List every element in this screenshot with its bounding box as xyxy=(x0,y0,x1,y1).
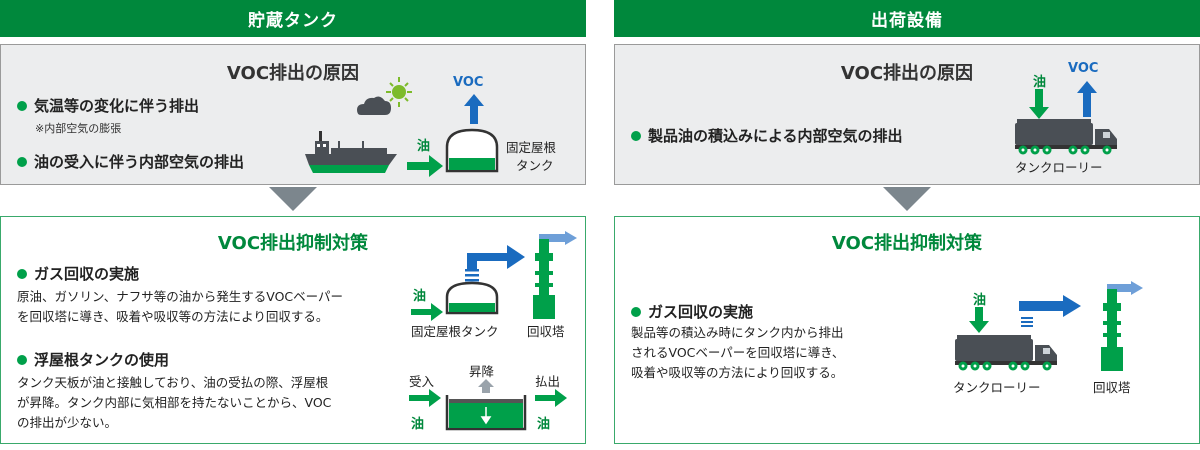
tank-truck-caption: タンクローリー xyxy=(953,380,1041,395)
storage-measure-1-title: ガス回収の実施 xyxy=(17,263,139,284)
vapor-flow-arrow-icon xyxy=(1019,295,1081,317)
tank-truck-icon xyxy=(1015,119,1117,155)
discharge-label: 払出 xyxy=(535,374,561,389)
storage-measure-2-desc: タンク天板が油と接触しており、油の受払の際、浮屋根 が昇降。タンク内部に気相部を… xyxy=(17,373,407,433)
storage-measures-title: VOC排出抑制対策 xyxy=(217,233,369,254)
recovery-tower-caption: 回収塔 xyxy=(1093,380,1131,395)
vapor-lines-icon xyxy=(465,269,479,282)
bullet-dot xyxy=(17,156,27,167)
storage-tank-header: 貯蔵タンク xyxy=(0,0,586,37)
storage-cause-bullet-2: 油の受入に伴う内部空気の排出 xyxy=(17,151,244,172)
storage-cause-bullet-1: 気温等の変化に伴う排出 xyxy=(17,95,199,116)
bullet-dot xyxy=(631,306,641,317)
storage-measure-2-line-3: の排出が少ない。 xyxy=(17,415,118,430)
storage-tank-column: 貯蔵タンク VOC排出の原因 気温等の変化に伴う排出 ※内部空気の膨張 油の受入… xyxy=(0,0,586,450)
shipping-facility-header: 出荷設備 xyxy=(614,0,1200,37)
shipping-cause-bullet-1-text: 製品油の積込みによる内部空気の排出 xyxy=(648,127,903,145)
recovery-tower-icon xyxy=(1101,289,1123,371)
receive-label: 受入 xyxy=(409,374,435,389)
recovery-tower-caption: 回収塔 xyxy=(527,324,565,339)
storage-cause-title: VOC排出の原因 xyxy=(226,63,360,84)
shipping-measure-1-desc: 製品等の積込み時にタンク内から排出 されるVOCベーパーを回収塔に導き、 吸着や… xyxy=(631,323,931,383)
oil-inflow-arrow-icon xyxy=(407,155,443,177)
receive-arrow-icon xyxy=(409,389,441,407)
oil-down-arrow-icon xyxy=(1029,89,1049,119)
fixed-roof-tank-label-2: タンク xyxy=(516,158,554,173)
storage-cause-bullet-2-text: 油の受入に伴う内部空気の排出 xyxy=(34,153,245,171)
shipping-measure-1-line-1: 製品等の積込み時にタンク内から排出 xyxy=(631,325,844,340)
storage-measure-2-line-2: が昇降。タンク内部に気相部を持たないことから、VOC xyxy=(17,395,332,410)
lift-label: 昇降 xyxy=(469,364,495,379)
storage-measure-2-title: 浮屋根タンクの使用 xyxy=(17,349,169,370)
oil-down-arrow-icon xyxy=(969,307,989,333)
fixed-roof-tank-icon xyxy=(445,281,499,315)
shipping-measure-1-line-2: されるVOCベーパーを回収塔に導き、 xyxy=(631,345,845,360)
shipping-measure-1-title: ガス回収の実施 xyxy=(631,301,753,322)
shipping-cause-title: VOC排出の原因 xyxy=(840,63,974,84)
storage-measure-1-line-2: を回収塔に導き、吸着や吸収等の方法により回収する。 xyxy=(17,309,329,324)
storage-measure-1-desc: 原油、ガソリン、ナフサ等の油から発生するVOCベーパー を回収塔に導き、吸着や吸… xyxy=(17,287,407,327)
storage-down-arrow xyxy=(269,187,317,211)
discharge-arrow-icon xyxy=(535,389,567,407)
bullet-dot xyxy=(631,130,641,141)
storage-cause-bullet-1-text: 気温等の変化に伴う排出 xyxy=(34,97,200,115)
shipping-measures-title: VOC排出抑制対策 xyxy=(831,233,983,254)
shipping-measure-oil-label: 油 xyxy=(973,293,987,308)
floating-roof-tank-icon xyxy=(445,379,527,431)
vapor-lines-icon xyxy=(1021,317,1033,327)
storage-cause-box: VOC排出の原因 気温等の変化に伴う排出 ※内部空気の膨張 油の受入に伴う内部空… xyxy=(0,44,586,185)
discharge-oil-label: 油 xyxy=(537,417,551,432)
shipping-cause-bullet-1: 製品油の積込みによる内部空気の排出 xyxy=(631,125,903,146)
shipping-measure-1-line-3: 吸着や吸収等の方法により回収する。 xyxy=(631,365,844,380)
shipping-facility-column: 出荷設備 VOC排出の原因 製品油の積込みによる内部空気の排出 油 VOC xyxy=(614,0,1200,450)
tank-truck-label: タンクローリー xyxy=(1015,160,1103,175)
tank-truck-icon xyxy=(955,335,1057,371)
bullet-dot xyxy=(17,268,27,279)
bullet-dot xyxy=(17,100,27,111)
shipping-measure-1-title-text: ガス回収の実施 xyxy=(648,303,754,321)
storage-cause-voc-label: VOC xyxy=(453,75,484,90)
storage-measure-1-line-1: 原油、ガソリン、ナフサ等の油から発生するVOCベーパー xyxy=(17,289,344,304)
storage-measures-box: VOC排出抑制対策 ガス回収の実施 原油、ガソリン、ナフサ等の油から発生するVO… xyxy=(0,216,586,444)
voc-up-arrow-icon xyxy=(464,94,484,124)
storage-measure-2-title-text: 浮屋根タンクの使用 xyxy=(34,351,170,369)
storage-measure-oil-label: 油 xyxy=(413,289,427,304)
fixed-roof-tank-label-1: 固定屋根 xyxy=(506,140,557,155)
fixed-roof-tank-icon xyxy=(445,128,499,173)
receive-oil-label: 油 xyxy=(411,417,425,432)
cloud-sun-icon xyxy=(357,77,412,115)
tanker-ship-icon xyxy=(305,131,397,173)
shipping-cause-oil-label: 油 xyxy=(1033,75,1047,90)
oil-inflow-arrow-icon xyxy=(411,303,443,321)
storage-measure-1-title-text: ガス回収の実施 xyxy=(34,265,140,283)
fixed-roof-tank-caption: 固定屋根タンク xyxy=(411,324,499,339)
storage-cause-oil-label: 油 xyxy=(417,139,431,154)
shipping-down-arrow xyxy=(883,187,931,211)
recovery-tower-icon xyxy=(533,239,555,319)
shipping-cause-voc-label: VOC xyxy=(1068,61,1099,76)
bullet-dot xyxy=(17,354,27,365)
voc-up-arrow-icon xyxy=(1077,81,1097,117)
shipping-measures-box: VOC排出抑制対策 ガス回収の実施 製品等の積込み時にタンク内から排出 されるV… xyxy=(614,216,1200,444)
shipping-cause-box: VOC排出の原因 製品油の積込みによる内部空気の排出 油 VOC xyxy=(614,44,1200,185)
storage-measure-2-line-1: タンク天板が油と接触しており、油の受払の際、浮屋根 xyxy=(17,375,329,390)
vapor-flow-arrow-icon xyxy=(467,245,525,271)
storage-cause-note: ※内部空気の膨張 xyxy=(35,122,122,135)
